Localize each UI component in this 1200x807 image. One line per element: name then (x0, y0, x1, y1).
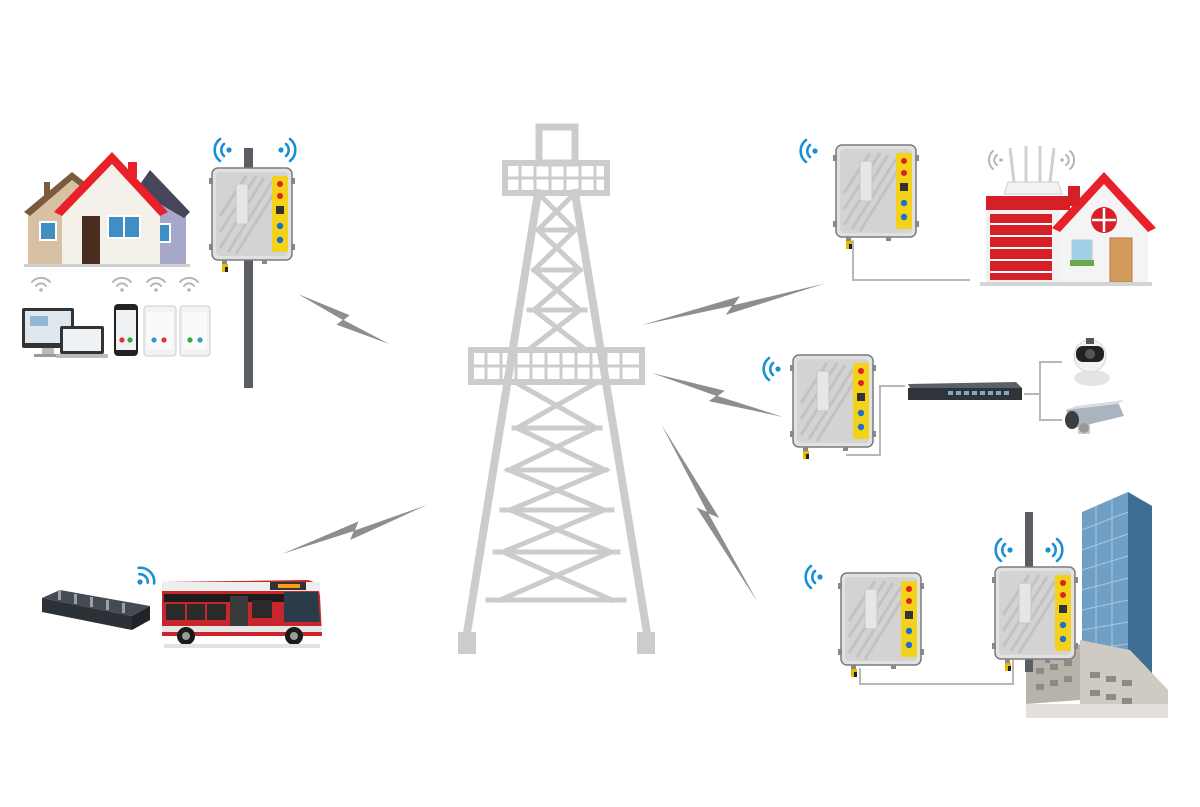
outdoor-cpe-icon (788, 353, 878, 461)
tablet-icon (143, 305, 177, 357)
wifi-signal-icon (213, 137, 233, 163)
outdoor-cpe-icon (990, 565, 1080, 673)
ethernet-cable (852, 240, 970, 281)
wifi-signal-icon (762, 356, 782, 382)
wifi-signal-icon (1059, 150, 1076, 170)
network-switch-icon (908, 382, 1022, 400)
wireless-link-camera (648, 373, 787, 417)
ip-camera-icon (1065, 400, 1124, 434)
router-icon (1003, 146, 1063, 195)
wireless-link-vehicle (282, 479, 427, 580)
wifi-signal-icon (129, 562, 160, 593)
vehicle-network-group (42, 562, 322, 648)
bus-icon (162, 580, 322, 648)
wifi-signal-icon (804, 564, 824, 590)
wifi-signal-icon (799, 138, 819, 164)
wireless-link-router (642, 255, 825, 353)
building-network-group (804, 492, 1168, 718)
outdoor-cpe-icon (831, 143, 921, 251)
wifi-signal-icon (146, 276, 166, 293)
ethernet-cable (859, 660, 1014, 685)
wifi-signal-icon (1044, 537, 1064, 563)
wifi-signal-icon (277, 137, 297, 163)
house-icon (980, 172, 1156, 286)
vehicle-gateway-icon (42, 590, 150, 630)
home-network-group (22, 137, 297, 388)
wifi-signal-icon (31, 276, 51, 293)
outdoor-cpe-icon (207, 166, 297, 274)
pole (244, 148, 253, 388)
phone-icon (114, 304, 138, 356)
wireless-link-home (291, 294, 396, 345)
wifi-signal-icon (994, 537, 1014, 563)
camera-network-group (762, 338, 1124, 461)
house-icon (24, 152, 190, 267)
tablet-icon (179, 305, 211, 357)
home-router-group (799, 138, 1156, 286)
wifi-signal-icon (179, 276, 199, 293)
ethernet-cable (1024, 361, 1062, 421)
wifi-signal-icon (112, 276, 132, 293)
outdoor-cpe-icon (836, 571, 926, 679)
wireless-link-building (637, 424, 782, 602)
ethernet-cable (846, 385, 905, 456)
wifi-signal-icon (987, 150, 1004, 170)
lattice-tower-icon (458, 123, 655, 654)
laptop-icon (56, 326, 108, 358)
ip-camera-icon (1073, 338, 1110, 386)
